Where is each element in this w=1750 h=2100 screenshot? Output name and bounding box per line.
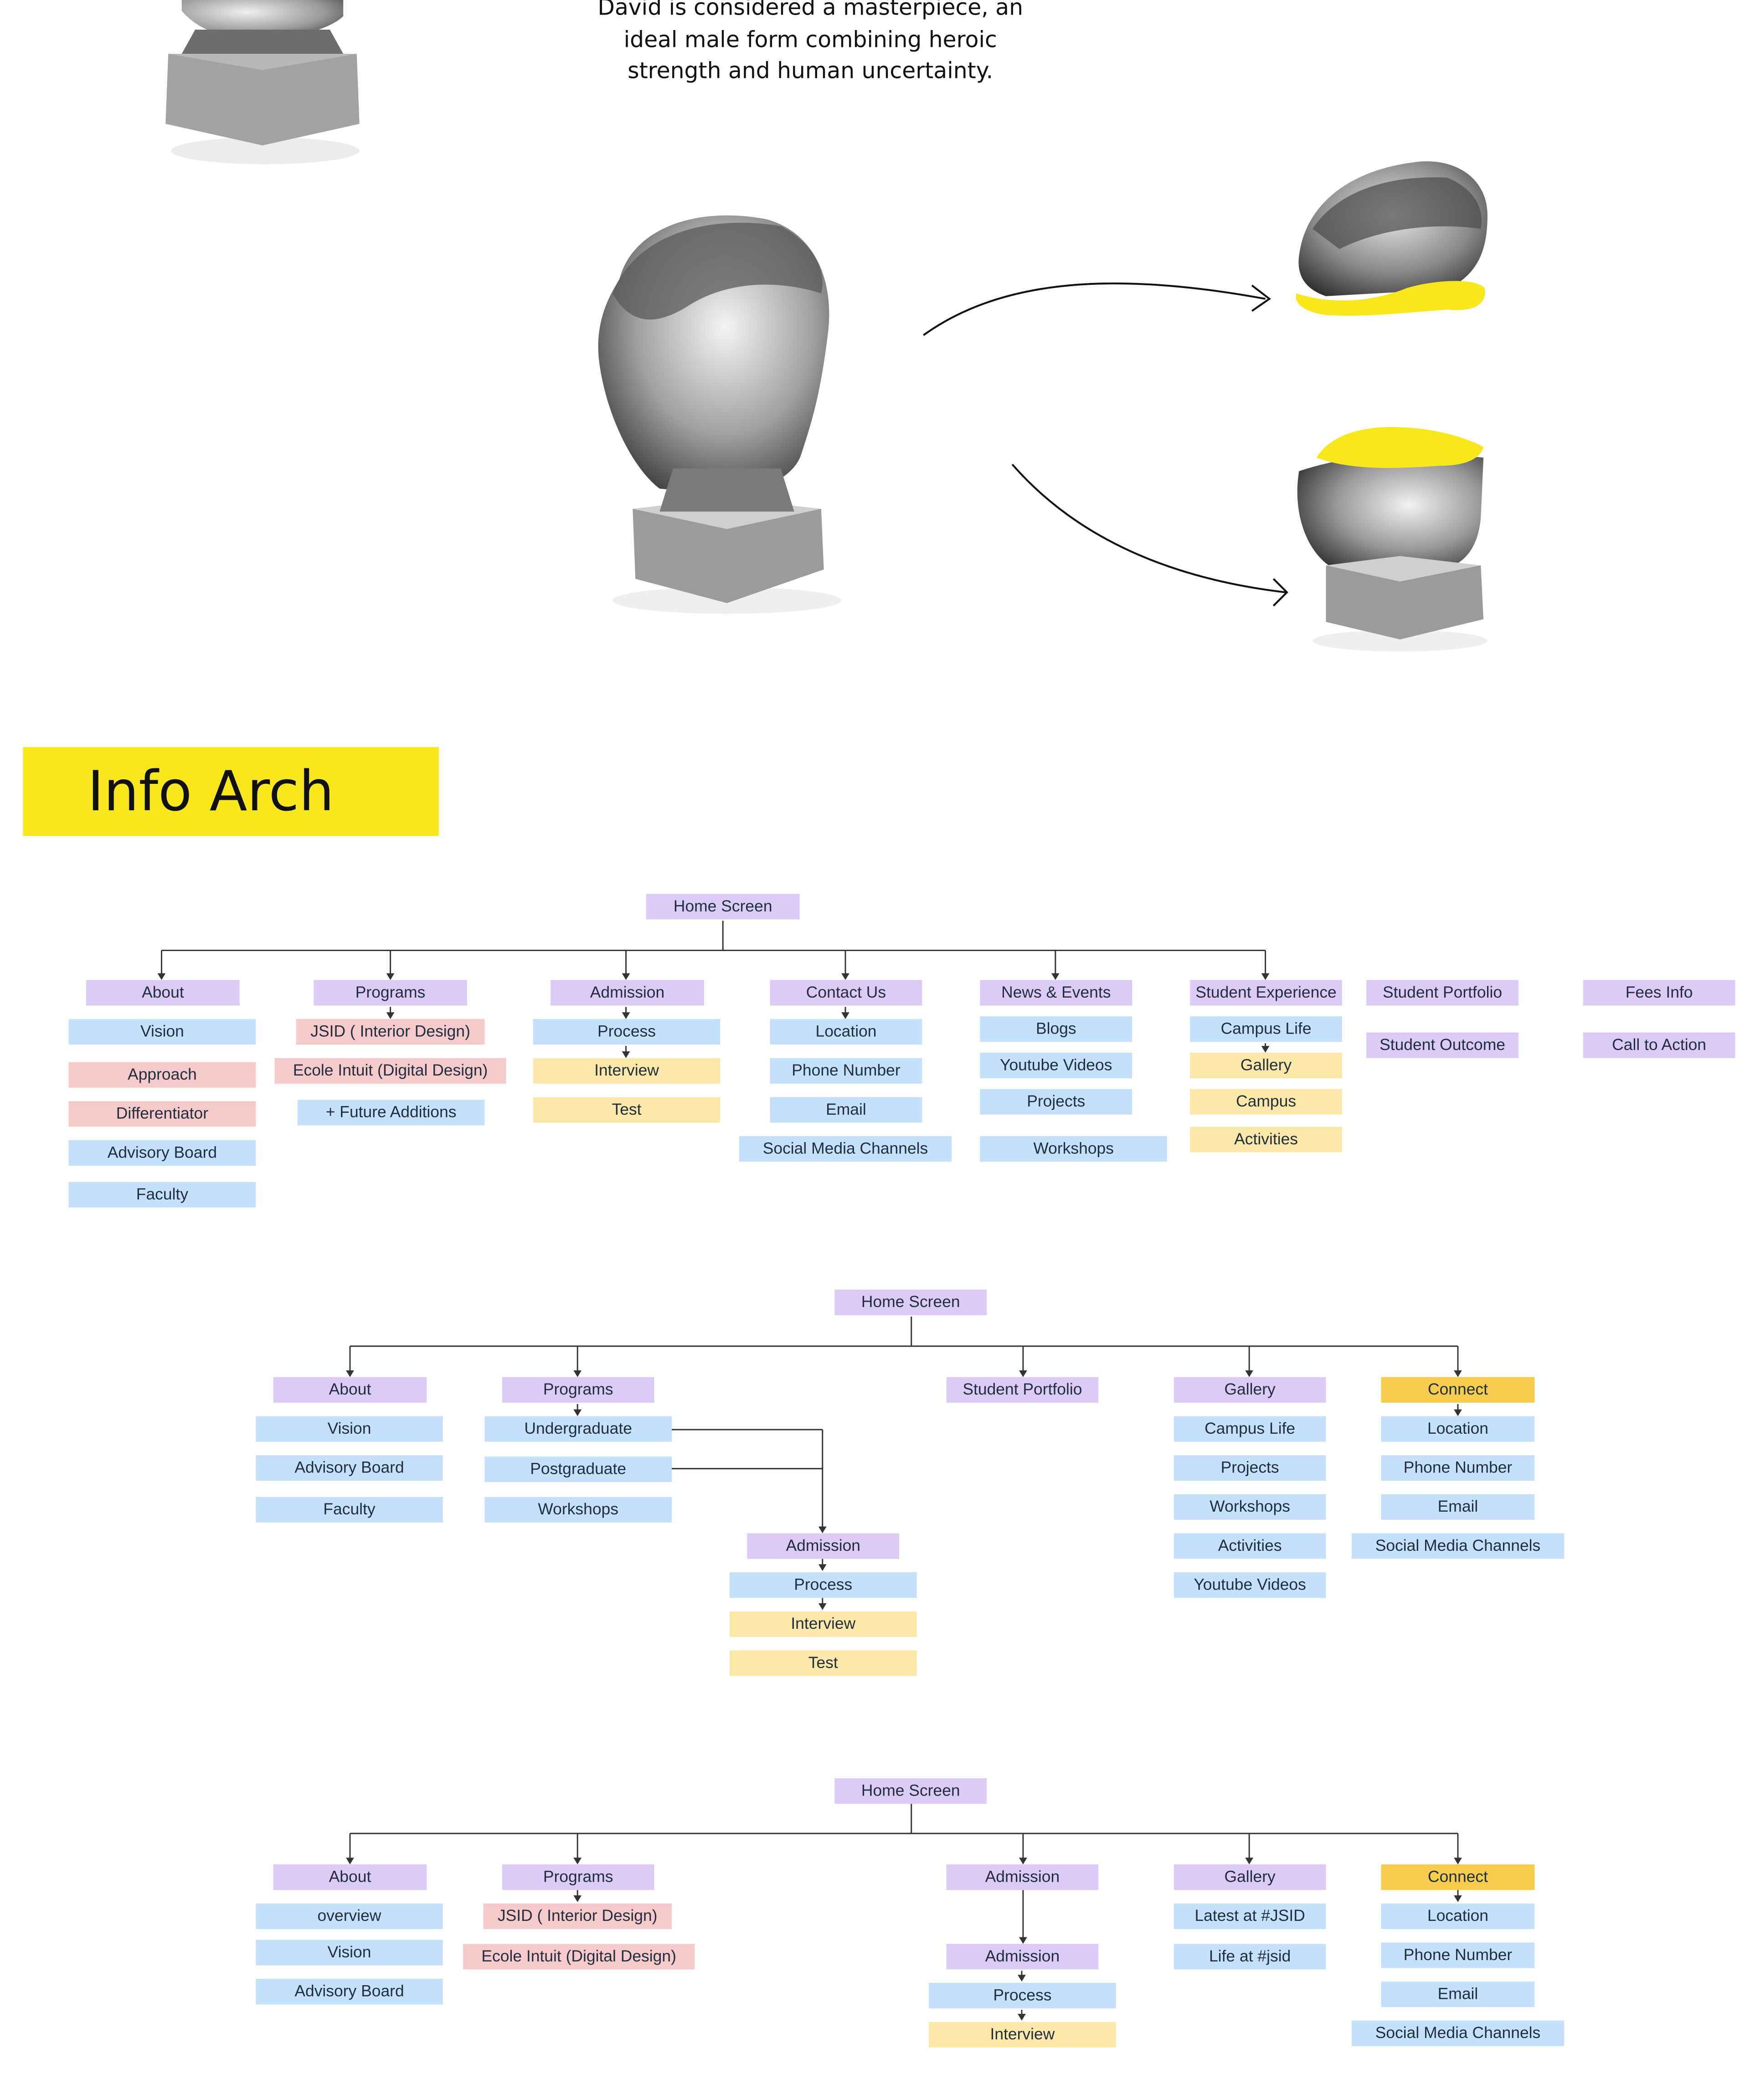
bust-top-left-image (165, 0, 360, 165)
tree3-about-vision: Vision (256, 1940, 443, 1966)
tree3-admission-process: Process (929, 1983, 1116, 2009)
tree1-about: About (86, 980, 240, 1006)
tree2-about-advisory-board: Advisory Board (256, 1455, 443, 1481)
tree3-admission: Admission (946, 1864, 1099, 1890)
tree1-about-approach: Approach (68, 1062, 256, 1088)
tree3-admission-sub: Admission (946, 1944, 1099, 1970)
tree1-experience-campus-life: Campus Life (1190, 1016, 1342, 1042)
tree2-admission-process: Process (729, 1572, 917, 1598)
tree1-experience-gallery: Gallery (1190, 1052, 1342, 1079)
tree1-programs: Programs (314, 980, 467, 1006)
tree2-connect: Connect (1381, 1377, 1535, 1403)
tree1-news-projects: Projects (980, 1089, 1132, 1115)
tree1-fees-info: Fees Info (1583, 980, 1735, 1006)
tree1-about-faculty: Faculty (68, 1182, 256, 1208)
tree3-gallery-life: Life at #jsid (1174, 1944, 1326, 1970)
tree1-contact-email: Email (770, 1097, 922, 1123)
section-banner: Info Arch (23, 747, 439, 836)
tree1-experience-activities: Activities (1190, 1127, 1342, 1153)
section-title: Info Arch (87, 759, 335, 824)
tree2-about: About (273, 1377, 427, 1403)
tree3-programs-ecole: Ecole Intuit (Digital Design) (463, 1944, 695, 1970)
bust-main-image (598, 215, 842, 614)
tree3-about: About (273, 1864, 427, 1890)
bust-variant-bottom-image (1297, 427, 1488, 652)
tree1-about-differentiator: Differentiator (68, 1101, 256, 1127)
tree2-gallery-campus-life: Campus Life (1174, 1416, 1326, 1442)
tree2-gallery-workshops: Workshops (1174, 1494, 1326, 1520)
tree2-connect-social: Social Media Channels (1351, 1533, 1565, 1559)
tree2-gallery: Gallery (1174, 1377, 1326, 1403)
tree1-news-events: News & Events (980, 980, 1132, 1006)
tree1-admission-process: Process (533, 1019, 721, 1045)
tree3-connect-phone: Phone Number (1381, 1942, 1535, 1968)
tree2-gallery-activities: Activities (1174, 1533, 1326, 1559)
tree2-connect-location: Location (1381, 1416, 1535, 1442)
tree3-connect-social: Social Media Channels (1351, 2020, 1565, 2046)
tree3-programs: Programs (502, 1864, 654, 1890)
tree2-programs-workshops: Workshops (484, 1497, 672, 1523)
tree3-programs-jsid: JSID ( Interior Design) (483, 1903, 672, 1929)
tree1-experience-campus: Campus (1190, 1089, 1342, 1115)
tree1-student-outcome: Student Outcome (1366, 1032, 1518, 1058)
tree3-root: Home Screen (834, 1778, 987, 1804)
tree3-connect-email: Email (1381, 1982, 1535, 2007)
tree1-admission-test: Test (533, 1097, 721, 1123)
tree1-contact-social: Social Media Channels (739, 1136, 952, 1162)
bust-variant-top-image (1296, 161, 1488, 316)
tree1-student-portfolio: Student Portfolio (1366, 980, 1518, 1006)
tree2-gallery-youtube: Youtube Videos (1174, 1572, 1326, 1598)
tree3-about-overview: overview (256, 1903, 443, 1929)
tree1-news-workshops: Workshops (980, 1136, 1167, 1162)
tree2-admission: Admission (747, 1533, 900, 1559)
tree1-programs-jsid: JSID ( Interior Design) (296, 1019, 485, 1045)
tree2-programs: Programs (502, 1377, 654, 1403)
tree1-admission: Admission (551, 980, 704, 1006)
tree1-programs-future: + Future Additions (297, 1100, 485, 1126)
tree1-news-youtube: Youtube Videos (980, 1052, 1132, 1079)
tree1-contact-phone: Phone Number (770, 1058, 922, 1084)
tree2-connect-email: Email (1381, 1494, 1535, 1520)
tree3-admission-interview: Interview (929, 2022, 1116, 2048)
tree1-about-vision: Vision (68, 1019, 256, 1045)
tree2-admission-test: Test (729, 1650, 917, 1676)
tree2-about-faculty: Faculty (256, 1497, 443, 1523)
tree1-admission-interview: Interview (533, 1058, 721, 1084)
tree1-student-experience: Student Experience (1190, 980, 1342, 1006)
tree2-root: Home Screen (834, 1289, 987, 1315)
tree1-about-advisory-board: Advisory Board (68, 1140, 256, 1166)
tree1-contact-location: Location (770, 1019, 922, 1045)
tree2-student-portfolio: Student Portfolio (946, 1377, 1099, 1403)
tree2-admission-interview: Interview (729, 1611, 917, 1637)
tree3-about-advisory-board: Advisory Board (256, 1979, 443, 2005)
tree2-programs-undergraduate: Undergraduate (484, 1416, 672, 1442)
tree3-connect-location: Location (1381, 1903, 1535, 1929)
tree2-gallery-projects: Projects (1174, 1455, 1326, 1481)
tree1-contact-us: Contact Us (770, 980, 922, 1006)
caption-text: David is considered a masterpiece, an id… (597, 0, 1024, 84)
tree2-connect-phone: Phone Number (1381, 1455, 1535, 1481)
tree2-programs-postgraduate: Postgraduate (484, 1457, 672, 1482)
tree2-about-vision: Vision (256, 1416, 443, 1442)
tree1-programs-ecole: Ecole Intuit (Digital Design) (274, 1058, 506, 1084)
tree3-gallery-latest: Latest at #JSID (1174, 1903, 1326, 1929)
tree1-news-blogs: Blogs (980, 1016, 1132, 1042)
tree3-gallery: Gallery (1174, 1864, 1326, 1890)
tree1-call-to-action: Call to Action (1583, 1032, 1735, 1058)
tree3-connect: Connect (1381, 1864, 1535, 1890)
tree1-root: Home Screen (646, 894, 800, 920)
